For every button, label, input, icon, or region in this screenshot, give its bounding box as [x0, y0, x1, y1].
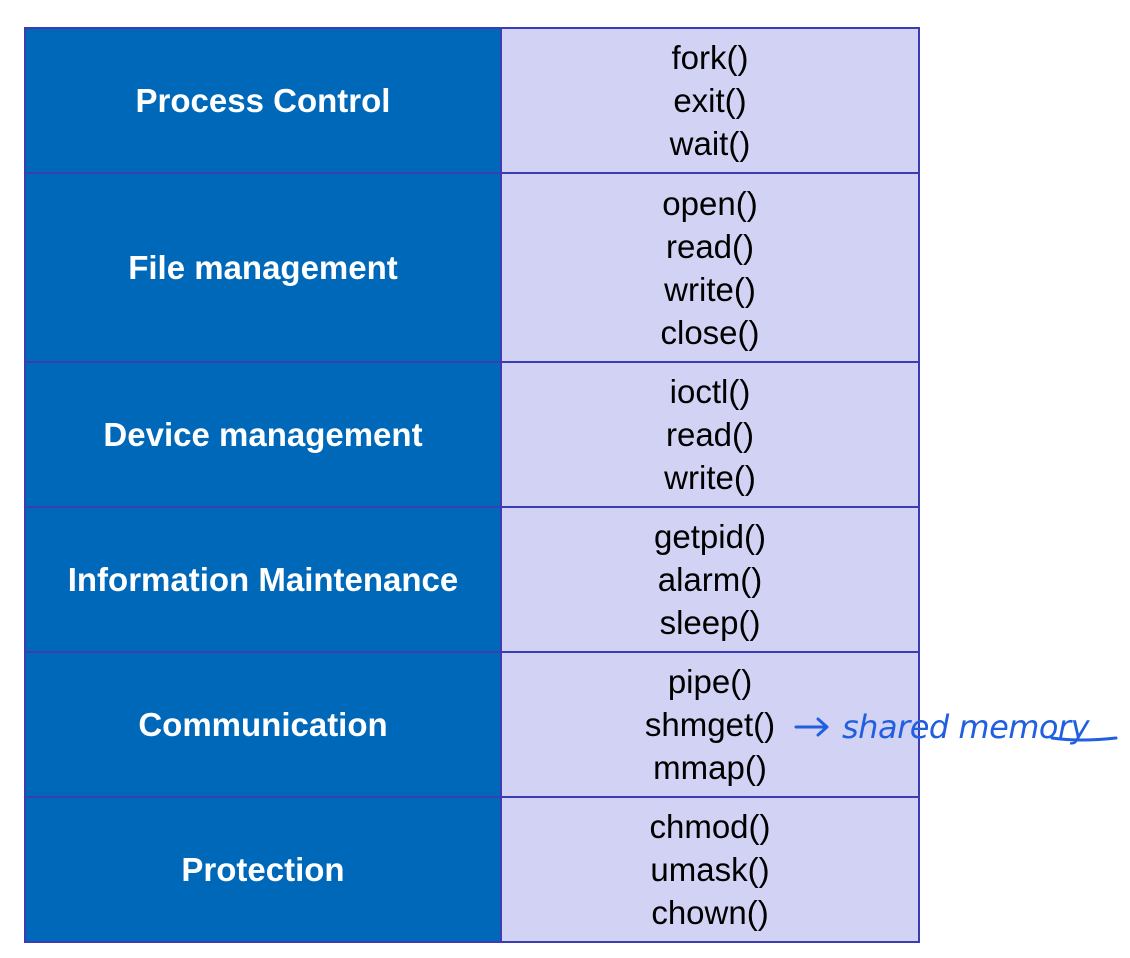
table-row: Device management ioctl() read() write() — [24, 361, 920, 508]
syscall-item: alarm() — [657, 561, 763, 598]
syscall-item: mmap() — [653, 749, 767, 786]
category-cell: Protection — [24, 796, 502, 943]
category-cell: File management — [24, 172, 502, 363]
handwritten-annotation: shared memory — [794, 708, 1118, 746]
category-cell: Device management — [24, 361, 502, 508]
syscall-item: write() — [664, 459, 756, 496]
system-calls-table: Process Control fork() exit() wait() Fil… — [24, 27, 920, 943]
syscall-item: ioctl() — [669, 373, 751, 410]
annotation-text: shared memory — [842, 708, 1091, 746]
syscall-item: pipe() — [667, 663, 753, 700]
syscall-item: close() — [660, 313, 760, 351]
syscall-item: chmod() — [649, 808, 771, 845]
syscall-item: sleep() — [659, 604, 761, 641]
category-cell: Process Control — [24, 27, 502, 174]
table-row: Process Control fork() exit() wait() — [24, 27, 920, 174]
calls-cell: fork() exit() wait() — [500, 27, 920, 174]
syscall-item: fork() — [671, 39, 749, 76]
table-row: Protection chmod() umask() chown() — [24, 796, 920, 943]
arrow-icon — [794, 717, 829, 737]
syscall-item: chown() — [651, 894, 769, 931]
calls-cell: ioctl() read() write() — [500, 361, 920, 508]
calls-cell: getpid() alarm() sleep() — [500, 506, 920, 653]
calls-cell: chmod() umask() chown() — [500, 796, 920, 943]
table-row: Information Maintenance getpid() alarm()… — [24, 506, 920, 653]
syscall-item: getpid() — [654, 518, 766, 555]
calls-cell: pipe() shmget() mmap() — [500, 651, 920, 798]
underline-stroke — [1050, 736, 1118, 742]
syscall-item: write() — [664, 270, 756, 308]
syscall-item: wait() — [669, 125, 751, 162]
category-cell: Information Maintenance — [24, 506, 502, 653]
table-row: Communication pipe() shmget() mmap() — [24, 651, 920, 798]
table-row: File management open() read() write() cl… — [24, 172, 920, 363]
syscall-item: read() — [665, 227, 755, 265]
syscall-item: read() — [665, 416, 755, 453]
syscall-item: open() — [662, 184, 758, 222]
category-cell: Communication — [24, 651, 502, 798]
calls-cell: open() read() write() close() — [500, 172, 920, 363]
syscall-item: umask() — [650, 851, 770, 888]
syscall-item: exit() — [673, 82, 747, 119]
syscall-item: shmget() — [644, 706, 776, 743]
